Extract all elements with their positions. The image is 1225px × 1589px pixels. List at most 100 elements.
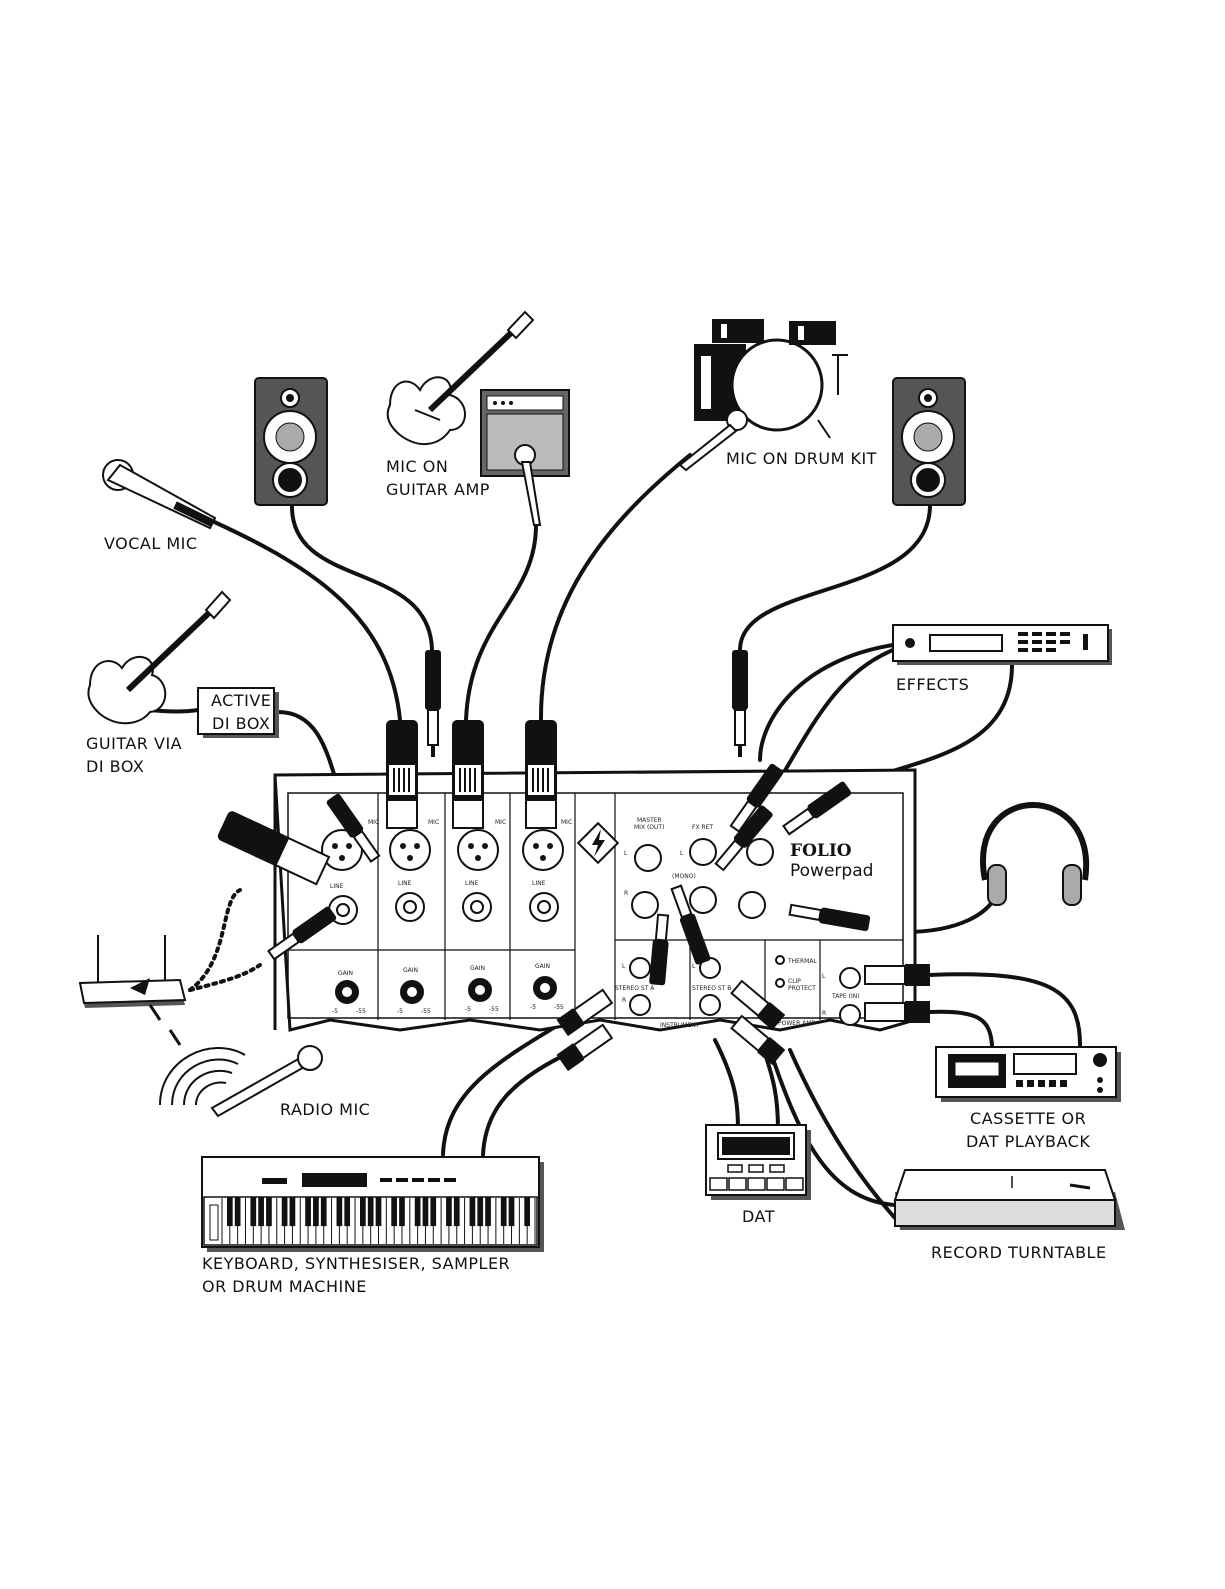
label-ch1-gain-max: -55 [356,1008,366,1015]
cable-radio-receiver-1 [188,888,242,992]
label-ch2-gain-max: -55 [421,1008,431,1015]
black-key [508,1197,515,1227]
cable-drum-mic [538,453,692,722]
jack-plug-di [326,793,381,863]
label-instrument: INSTRUMENT [660,1022,700,1029]
label-fx-l: L [680,850,684,857]
black-key [234,1197,241,1227]
brand-folio: FOLIO [790,841,852,861]
black-key [344,1197,351,1227]
black-key [469,1197,476,1227]
cable-turntable-1 [768,1048,897,1207]
label-ch3-mic: MIC [495,819,506,826]
label-tape-r: R [822,1010,826,1017]
jack-plug-left-speaker [425,650,441,757]
label-ch4-gain-min: -5 [530,1004,536,1011]
tape-in-left [839,967,861,989]
label-record-turntable: RECORD TURNTABLE [931,1243,1107,1262]
stereo-a-right [629,994,651,1016]
black-key [500,1197,507,1227]
label-ch2-mic: MIC [428,819,439,826]
cable-keyboard-2 [481,1048,577,1157]
xlr-ch2 [389,829,431,871]
drum-kit [678,319,848,472]
jack-plug-fx-2 [714,805,773,872]
dat-recorder [705,1124,811,1200]
label-ch4-gain: GAIN [535,963,550,970]
black-key [313,1197,319,1227]
cassette-deck [935,1046,1121,1102]
black-key [485,1197,491,1227]
cable-turntable-2 [788,1048,897,1220]
black-key [360,1197,366,1227]
label-ch4-mic: MIC [561,819,572,826]
label-ch1-line: LINE [330,883,344,890]
radio-receiver [78,935,187,1046]
black-key [524,1197,531,1227]
label-protect: PROTECT [788,985,816,992]
black-key [430,1197,437,1227]
xlr-plug-2 [452,720,484,829]
xlr-plugs [217,720,557,886]
label-ch3-gain-max: -55 [489,1006,499,1013]
guitar-top [386,310,535,445]
label-ch1-gain: GAIN [338,970,353,977]
jack-plug-right-speaker [732,650,748,757]
headphones [980,802,1090,906]
label-ch2-gain: GAIN [403,967,418,974]
active-di-box [197,687,279,738]
guitar-left [87,590,232,725]
black-key [250,1197,257,1227]
black-key [258,1197,264,1227]
label-ch3-gain-min: -5 [465,1006,471,1013]
label-vocal-mic: VOCAL MIC [104,534,198,553]
label-mic-on-guitar-amp: MIC ON GUITAR AMP [386,457,490,499]
xlr-sockets [321,829,564,871]
black-key [320,1197,327,1227]
xlr-ch3 [457,829,499,871]
jack-plug-master-r [649,913,670,986]
thermal-led [775,955,785,965]
label-stereo-a-r: R [622,997,626,1004]
guitar-amp [480,389,570,526]
black-key [336,1197,343,1227]
xlr-plug-radio [217,811,331,886]
label-clip: CLIP [788,978,801,985]
master-out-left [634,844,662,872]
black-key [446,1197,452,1227]
cable-effects-1 [758,643,895,762]
aux-jack-1 [746,838,774,866]
black-key [391,1197,397,1227]
label-ch2-gain-min: -5 [397,1008,403,1015]
label-ch1-gain-min: -5 [332,1008,338,1015]
label-master-r: R [624,890,628,897]
radio-mic [210,1045,323,1118]
tape-in-right [839,1004,861,1026]
stereo-b-right [699,994,721,1016]
cable-radio-receiver-2 [188,963,262,992]
left-speaker [254,377,328,506]
cable-cassette-2 [928,1009,994,1047]
master-out-right [631,891,659,919]
label-thermal: THERMAL [787,958,817,965]
label-tape-l: L [822,973,826,980]
black-key [281,1197,288,1227]
cable-dat-1 [713,1038,740,1132]
black-key [266,1197,272,1227]
label-master-l: L [624,850,628,857]
black-key [367,1197,374,1227]
cable-vocal-mic [208,518,402,722]
black-key [453,1197,460,1227]
label-ch3-line: LINE [465,880,479,887]
fx-ret-right [689,886,717,914]
xlr-plug-1 [386,720,418,829]
jack-plug-radio-line [267,906,337,961]
black-key [289,1197,296,1227]
label-keyboard: KEYBOARD, SYNTHESISER, SAMPLER OR DRUM M… [202,1254,511,1296]
warning-symbol [576,821,620,865]
aux-jack-2 [738,891,766,919]
record-turntable [893,1169,1125,1230]
cable-keyboard-1 [441,1013,577,1157]
